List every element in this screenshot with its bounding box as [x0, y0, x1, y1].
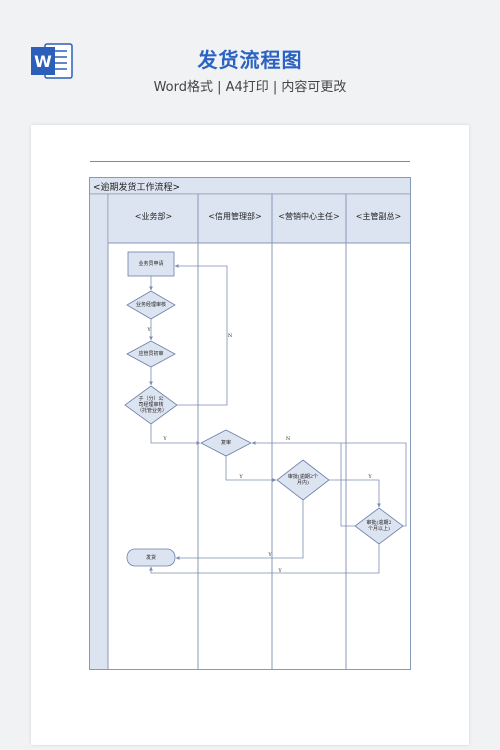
node-review-label: 复审 [220, 440, 232, 446]
edge-label-yes: Y [163, 436, 167, 442]
lane-header-sales: <业务部> [134, 212, 173, 221]
chart-title: <逾期发货工作流程> [93, 183, 181, 193]
title-bar [90, 178, 410, 194]
edge-label-yes: Y [368, 474, 372, 480]
edge-label-no: N [227, 333, 233, 339]
page-subtitle: Word格式 | A4打印 | 内容可更改 [153, 80, 347, 95]
lane-header-band [109, 195, 410, 243]
node-apply-label: 业务员申请 [138, 261, 164, 267]
svg-text:W: W [34, 52, 52, 71]
edge-label-yes: Y [268, 552, 272, 558]
node-finance-label: 应管员初审 [138, 351, 164, 357]
node-apply [127, 251, 175, 277]
header-rule [90, 161, 410, 162]
document-page: <逾期发货工作流程> <业务部> <信用管理部> <营销中心主任> <主管副总>… [31, 125, 469, 745]
left-band [90, 195, 108, 669]
edge-label-yes: Y [147, 327, 151, 333]
node-ship-label: 发货 [145, 555, 157, 561]
chart-frame [89, 177, 411, 670]
node-ship [126, 548, 176, 567]
node-branch-label: 子（分）公司经理审核（托管业务） [137, 396, 168, 414]
edge-label-yes: Y [278, 568, 282, 574]
lane-header-credit: <信用管理部> [208, 212, 262, 221]
edge-label-yes: Y [239, 474, 243, 480]
word-icon: W [31, 43, 73, 79]
page-title: 发货流程图 [197, 48, 303, 72]
flowchart: <逾期发货工作流程> <业务部> <信用管理部> <营销中心主任> <主管副总>… [89, 177, 411, 670]
node-center-label: 审批(逾期2个月内) [287, 474, 319, 486]
lane-header-vp: <主管副总> [355, 212, 402, 221]
node-manager-label: 业务经理审核 [135, 302, 167, 308]
lane-header-marketing: <营销中心主任> [278, 212, 340, 221]
flowchart-canvas [89, 177, 411, 670]
edge-label-no: N [285, 436, 291, 442]
node-vp-label: 审批(逾期2个月以上) [366, 520, 392, 532]
